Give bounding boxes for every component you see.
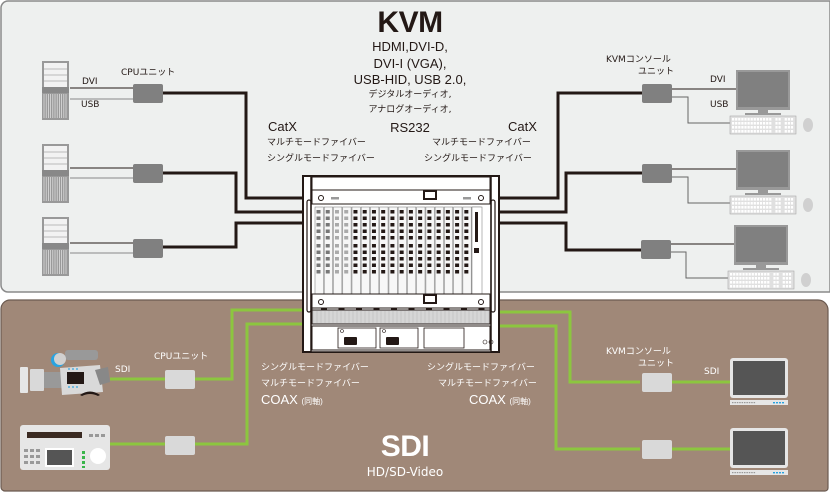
kvm-cpu-units bbox=[133, 84, 163, 258]
sdi-right-coax-label: COAX bbox=[469, 392, 506, 407]
kvm-console-unit-label-2: ユニット bbox=[638, 67, 675, 77]
kvm-signal-3: USB-HID, USB 2.0, bbox=[353, 72, 467, 87]
console-unit-2 bbox=[642, 164, 672, 183]
sdi-console-units bbox=[642, 373, 672, 459]
kvm-right-media-1: マルチモードファイバー bbox=[432, 138, 531, 148]
computer-2-tower-icon bbox=[42, 144, 69, 203]
sdi-console-unit-1 bbox=[642, 373, 672, 392]
computer-3-tower-icon bbox=[42, 217, 69, 276]
sdi-subtitle: HD/SD-Video bbox=[366, 465, 444, 479]
kvm-console-unit-label-1: KVMコンソール bbox=[606, 55, 671, 65]
sdi-cpu-unit-label: CPUユニット bbox=[154, 352, 209, 362]
kvm-right-usb-label: USB bbox=[710, 100, 729, 110]
sdi-right-port-label: SDI bbox=[704, 367, 720, 377]
sdi-left-media-2: マルチモードファイバー bbox=[261, 379, 360, 389]
sdi-left-port-label: SDI bbox=[115, 365, 131, 375]
kvm-right-media-title: CatX bbox=[508, 119, 537, 134]
video-camera-icon bbox=[20, 350, 110, 396]
sdi-cpu-units bbox=[165, 370, 195, 455]
kvm-signal-5: アナログオーディオ, bbox=[368, 105, 452, 115]
kvm-left-dvi-label: DVI bbox=[82, 77, 98, 87]
sdi-right-media-1: シングルモードファイバー bbox=[427, 363, 535, 373]
kvm-panel bbox=[0, 0, 830, 293]
sdi-left-media-1: シングルモードファイバー bbox=[261, 363, 369, 373]
catx-cables-left bbox=[162, 91, 310, 249]
sdi-cpu-unit-1 bbox=[165, 370, 195, 389]
catx-cables-right bbox=[496, 91, 642, 252]
sdi-right-coax-note: (同軸) bbox=[509, 397, 531, 406]
computer-1-tower-icon bbox=[42, 61, 69, 120]
console-unit-3 bbox=[641, 240, 671, 259]
kvm-left-media-2: シングルモードファイバー bbox=[267, 154, 375, 164]
sdi-console-unit-label-2: ユニット bbox=[638, 359, 675, 369]
kvm-title: KVM bbox=[377, 6, 443, 39]
sdi-right-coax: COAX (同軸) bbox=[469, 393, 531, 406]
kvm-signal-2: DVI-I (VGA), bbox=[373, 56, 447, 71]
kvm-console-units bbox=[641, 84, 672, 259]
workstation-2-icon bbox=[729, 150, 813, 215]
sdi-console-unit-2 bbox=[642, 440, 672, 459]
kvm-signal-6: RS232 bbox=[390, 120, 430, 135]
kvm-right-media-2: シングルモードファイバー bbox=[424, 154, 532, 164]
workstation-3-icon bbox=[727, 225, 811, 290]
sdi-title: SDI bbox=[380, 430, 430, 463]
kvm-signal-4: デジタルオーディオ, bbox=[368, 90, 452, 100]
sdi-right-media-2: マルチモードファイバー bbox=[438, 379, 537, 389]
kvm-signal-1: HDMI,DVI-D, bbox=[372, 39, 448, 54]
kvm-left-media-title: CatX bbox=[268, 119, 297, 134]
broadcast-monitor-2-icon bbox=[730, 428, 788, 475]
kvm-left-usb-label: USB bbox=[81, 100, 100, 110]
cpu-unit-2 bbox=[133, 164, 163, 183]
workstation-1-icon bbox=[729, 70, 813, 135]
kvm-right-dvi-label: DVI bbox=[710, 75, 726, 85]
console-unit-1 bbox=[642, 84, 672, 103]
video-deck-icon bbox=[20, 425, 110, 470]
sdi-console-unit-label-1: KVMコンソール bbox=[606, 347, 671, 357]
sdi-left-coax-note: (同軸) bbox=[301, 397, 323, 406]
matrix-switch-chassis bbox=[302, 175, 500, 353]
broadcast-monitor-1-icon bbox=[730, 358, 788, 405]
cpu-unit-3 bbox=[133, 239, 163, 258]
cpu-unit-1 bbox=[133, 84, 163, 103]
kvm-cpu-unit-label: CPUユニット bbox=[121, 68, 176, 78]
sdi-cpu-unit-2 bbox=[165, 436, 195, 455]
sdi-left-coax-label: COAX bbox=[261, 392, 298, 407]
kvm-left-media-1: マルチモードファイバー bbox=[267, 138, 366, 148]
sdi-left-coax: COAX (同軸) bbox=[261, 393, 323, 406]
